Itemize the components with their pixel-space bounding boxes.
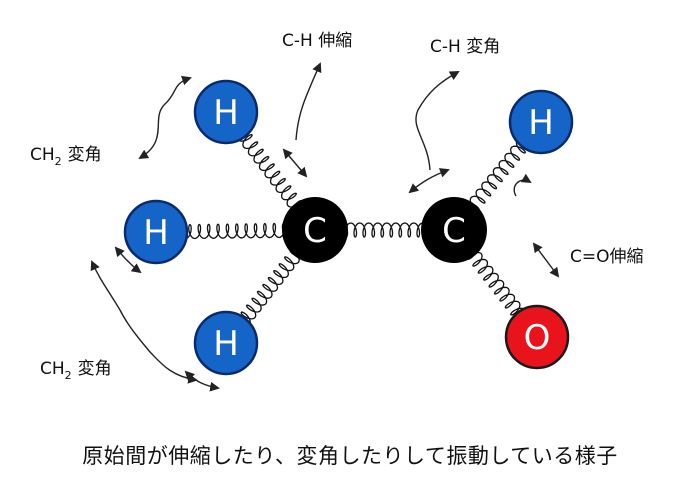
hydrogen-atom-top-right bbox=[508, 89, 574, 155]
h-bottom-bend-arc bbox=[184, 370, 220, 392]
ch2-top-subscript: 2 bbox=[55, 155, 62, 168]
vibration-arrows bbox=[90, 62, 560, 392]
carbon-atom-left bbox=[282, 197, 348, 263]
hydrogen-atom-mid-left bbox=[123, 199, 189, 265]
ch2-bend-label-bottom: CH2 変角 bbox=[40, 359, 112, 382]
bond-spring-c-h-mid-left bbox=[179, 222, 286, 240]
bond-spring-c-c bbox=[344, 222, 429, 238]
oxygen-label: O bbox=[524, 318, 551, 358]
oxygen-atom bbox=[504, 304, 570, 370]
diagram-caption: 原始間が伸縮したり、変角したりして振動している様子 bbox=[82, 444, 618, 468]
ch-bend-arrow-up bbox=[415, 71, 460, 171]
co-stretch-label: C=O伸縮 bbox=[570, 247, 644, 267]
bond-spring-c-o bbox=[466, 251, 526, 319]
hydrogen-atom-top-left bbox=[193, 79, 259, 145]
ch-stretch-double-arrow bbox=[282, 148, 308, 178]
ch2-top-main: CH bbox=[30, 145, 55, 165]
ch2-bend-label-top: CH2 変角 bbox=[30, 145, 102, 168]
co-stretch-double-arrow bbox=[532, 242, 560, 278]
ch2-bend-bottom-arrow bbox=[90, 260, 198, 384]
bond-spring-c-h-top-right bbox=[469, 138, 527, 211]
ch-bend-label: C-H 変角 bbox=[430, 37, 500, 57]
ch-stretch-arrow-up bbox=[295, 62, 322, 141]
hydrogen-atom-bottom-left bbox=[193, 310, 259, 376]
ch2-bottom-subscript: 2 bbox=[65, 369, 72, 382]
ch2-top-rest: 変角 bbox=[68, 145, 102, 165]
carbon-label-left: C bbox=[303, 211, 327, 251]
bond-springs bbox=[179, 130, 527, 327]
ch2-bend-top-arrow bbox=[138, 75, 192, 160]
carbon-label-right: C bbox=[442, 211, 466, 251]
hydrogen-label-bottom-left: H bbox=[213, 324, 239, 364]
ch-stretch-label: C-H 伸縮 bbox=[282, 31, 352, 51]
hydrogen-label-mid-left: H bbox=[143, 213, 169, 253]
ch2-bottom-main: CH bbox=[40, 359, 65, 379]
ch2-bottom-rest: 変角 bbox=[78, 359, 112, 379]
hydrogen-label-top-left: H bbox=[213, 93, 239, 133]
hydrogen-label-top-right: H bbox=[528, 103, 554, 143]
h-right-bend-arrow bbox=[513, 173, 532, 197]
carbon-atom-right bbox=[421, 197, 487, 263]
ch-bend-arc-arrow bbox=[408, 168, 450, 194]
bond-spring-c-h-bottom-left bbox=[240, 249, 300, 327]
bond-spring-c-h-top-left bbox=[236, 130, 303, 208]
